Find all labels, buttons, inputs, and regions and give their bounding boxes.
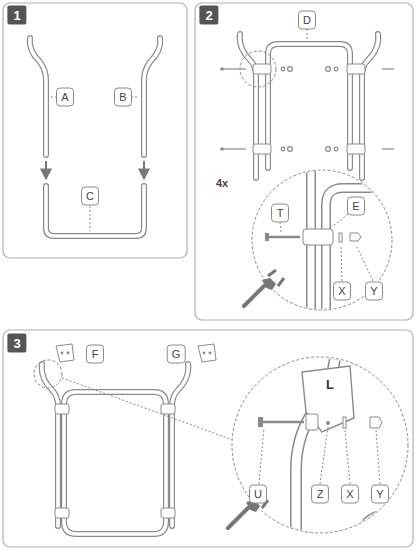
frame-assembly bbox=[220, 29, 394, 178]
step-number: 2 bbox=[199, 6, 218, 25]
tube-parts bbox=[30, 38, 161, 236]
part-letter: G bbox=[167, 345, 186, 364]
part-letter: B bbox=[114, 88, 132, 107]
step-number: 1 bbox=[7, 6, 26, 25]
part-letter: X bbox=[341, 485, 359, 504]
part-letter: D bbox=[298, 11, 316, 30]
part-letter: U bbox=[249, 485, 267, 504]
wrench-icon bbox=[244, 270, 284, 306]
step-panel bbox=[3, 3, 187, 258]
part-letter: Y bbox=[371, 485, 389, 504]
step-panel bbox=[3, 330, 413, 547]
part-letter: C bbox=[81, 187, 99, 206]
detail-zoom bbox=[232, 350, 416, 540]
part-letter: E bbox=[347, 197, 365, 216]
part-letter: T bbox=[271, 204, 289, 223]
step-number: 3 bbox=[7, 334, 26, 353]
part-letter: L bbox=[326, 378, 334, 391]
part-letter: Z bbox=[311, 485, 329, 504]
part-letter: A bbox=[56, 88, 74, 107]
quantity-note: 4x bbox=[216, 178, 228, 189]
step-panel bbox=[195, 3, 413, 320]
frame-assembly bbox=[34, 344, 233, 534]
part-letter: F bbox=[86, 345, 104, 364]
part-letter: X bbox=[333, 282, 351, 301]
detail-zoom bbox=[252, 160, 400, 320]
part-letter: Y bbox=[365, 282, 383, 301]
